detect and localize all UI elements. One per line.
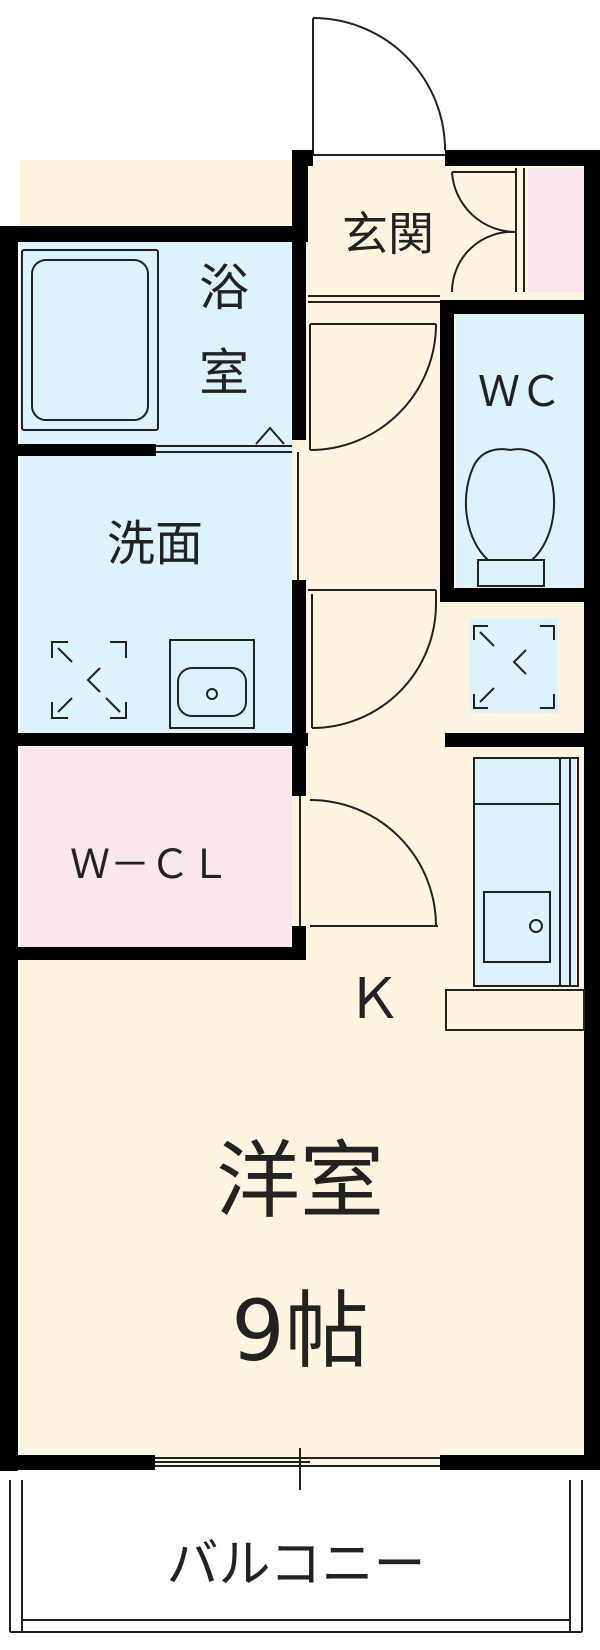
label-toilet: ＷＣ	[478, 367, 562, 416]
bath-door-fold	[255, 426, 285, 445]
label-western-room-size: 9帖	[231, 1282, 368, 1380]
closet-floor	[20, 748, 292, 948]
wall-top-left	[0, 226, 308, 242]
washbasin-drain	[206, 688, 218, 700]
wm-corner-bl	[51, 702, 68, 719]
door-swing	[312, 17, 446, 151]
wm-corner-tr	[110, 641, 127, 658]
entrance-door	[312, 17, 446, 156]
wm-diag-1	[57, 647, 73, 663]
wall-closet-right	[292, 746, 306, 796]
label-western-room: 洋室	[216, 1132, 384, 1230]
toilet-tank	[477, 559, 545, 587]
washroom-floor	[20, 452, 292, 738]
closet-door-swing-bottom	[450, 230, 517, 293]
fridge-diag-2	[479, 687, 495, 703]
wm-diag-3	[57, 697, 73, 713]
bath-floor	[20, 240, 292, 452]
wall-bottom-right	[440, 1455, 600, 1470]
hall-door-swing	[311, 603, 437, 729]
wall-bath-right	[292, 240, 306, 440]
wall-right	[584, 150, 600, 1470]
wall-toilet-bottom	[440, 588, 590, 602]
label-closet: Ｗ－ＣＬ	[70, 842, 230, 888]
room-labels: 玄関 浴 室 ＷＣ 洗面 Ｗ－ＣＬ Ｋ 洋室 9帖 バルコニー	[70, 207, 562, 1595]
wall-toilet-top	[440, 300, 590, 314]
walls	[0, 150, 600, 1471]
bathtub-outer	[21, 249, 159, 431]
fridge-corner-tr	[540, 625, 555, 640]
fridge-diag-1	[479, 631, 495, 647]
toilet-fixture	[464, 448, 556, 587]
label-entrance: 玄関	[342, 207, 434, 261]
wm-corner-tl	[51, 641, 68, 658]
wall-washroom-closet	[18, 733, 308, 746]
kitchen-counter	[473, 757, 579, 987]
wall-toilet-left	[440, 300, 454, 602]
toilet-bowl	[464, 448, 556, 561]
toilet-floor	[456, 313, 584, 588]
wall-kitchen-stub	[445, 733, 590, 747]
entrance-area	[308, 168, 525, 303]
kitchen-shelf	[445, 989, 585, 1031]
wall-left	[0, 226, 18, 1471]
fridge-corner-br	[540, 694, 555, 709]
fridge-corner-tl	[473, 625, 488, 640]
fridge-glyph	[512, 649, 527, 675]
wm-corner-br	[110, 702, 127, 719]
stove-area	[473, 757, 561, 805]
washing-machine-space	[51, 641, 127, 719]
wall-washroom-right	[292, 580, 306, 745]
washbasin	[169, 639, 255, 729]
hall-door	[308, 589, 437, 729]
washroom-door	[297, 323, 437, 580]
label-bath-2: 室	[199, 344, 249, 402]
wm-diag-2	[105, 697, 121, 713]
wall-closet-bottom	[18, 947, 306, 960]
bathtub-inner	[31, 259, 149, 421]
washbasin-counter	[169, 639, 255, 729]
bath-door	[156, 426, 292, 453]
closet-door-swing	[309, 799, 437, 927]
wm-glyph	[86, 667, 101, 693]
wall-bottom-left	[0, 1455, 155, 1470]
label-kitchen: Ｋ	[346, 967, 402, 1032]
label-balcony: バルコニー	[167, 1535, 426, 1595]
wall-entrance-left	[292, 150, 308, 240]
closet-door	[299, 796, 438, 927]
balcony-window	[155, 1448, 440, 1490]
bathtub	[21, 249, 159, 431]
balcony	[9, 1480, 583, 1633]
closet-door-swing-top	[451, 171, 517, 234]
fridge-corner-bl	[473, 694, 488, 709]
washroom-door-swing	[309, 323, 437, 451]
label-washroom: 洗面	[107, 516, 203, 572]
sink-drain	[529, 919, 543, 933]
washbasin-bowl	[177, 667, 247, 717]
wall-bath-washroom	[18, 444, 156, 456]
sink	[483, 891, 551, 963]
entrance-closet-floor	[528, 168, 584, 292]
wall-top-right	[445, 150, 593, 166]
fridge-space	[473, 625, 555, 709]
label-bath-1: 浴	[199, 259, 249, 317]
